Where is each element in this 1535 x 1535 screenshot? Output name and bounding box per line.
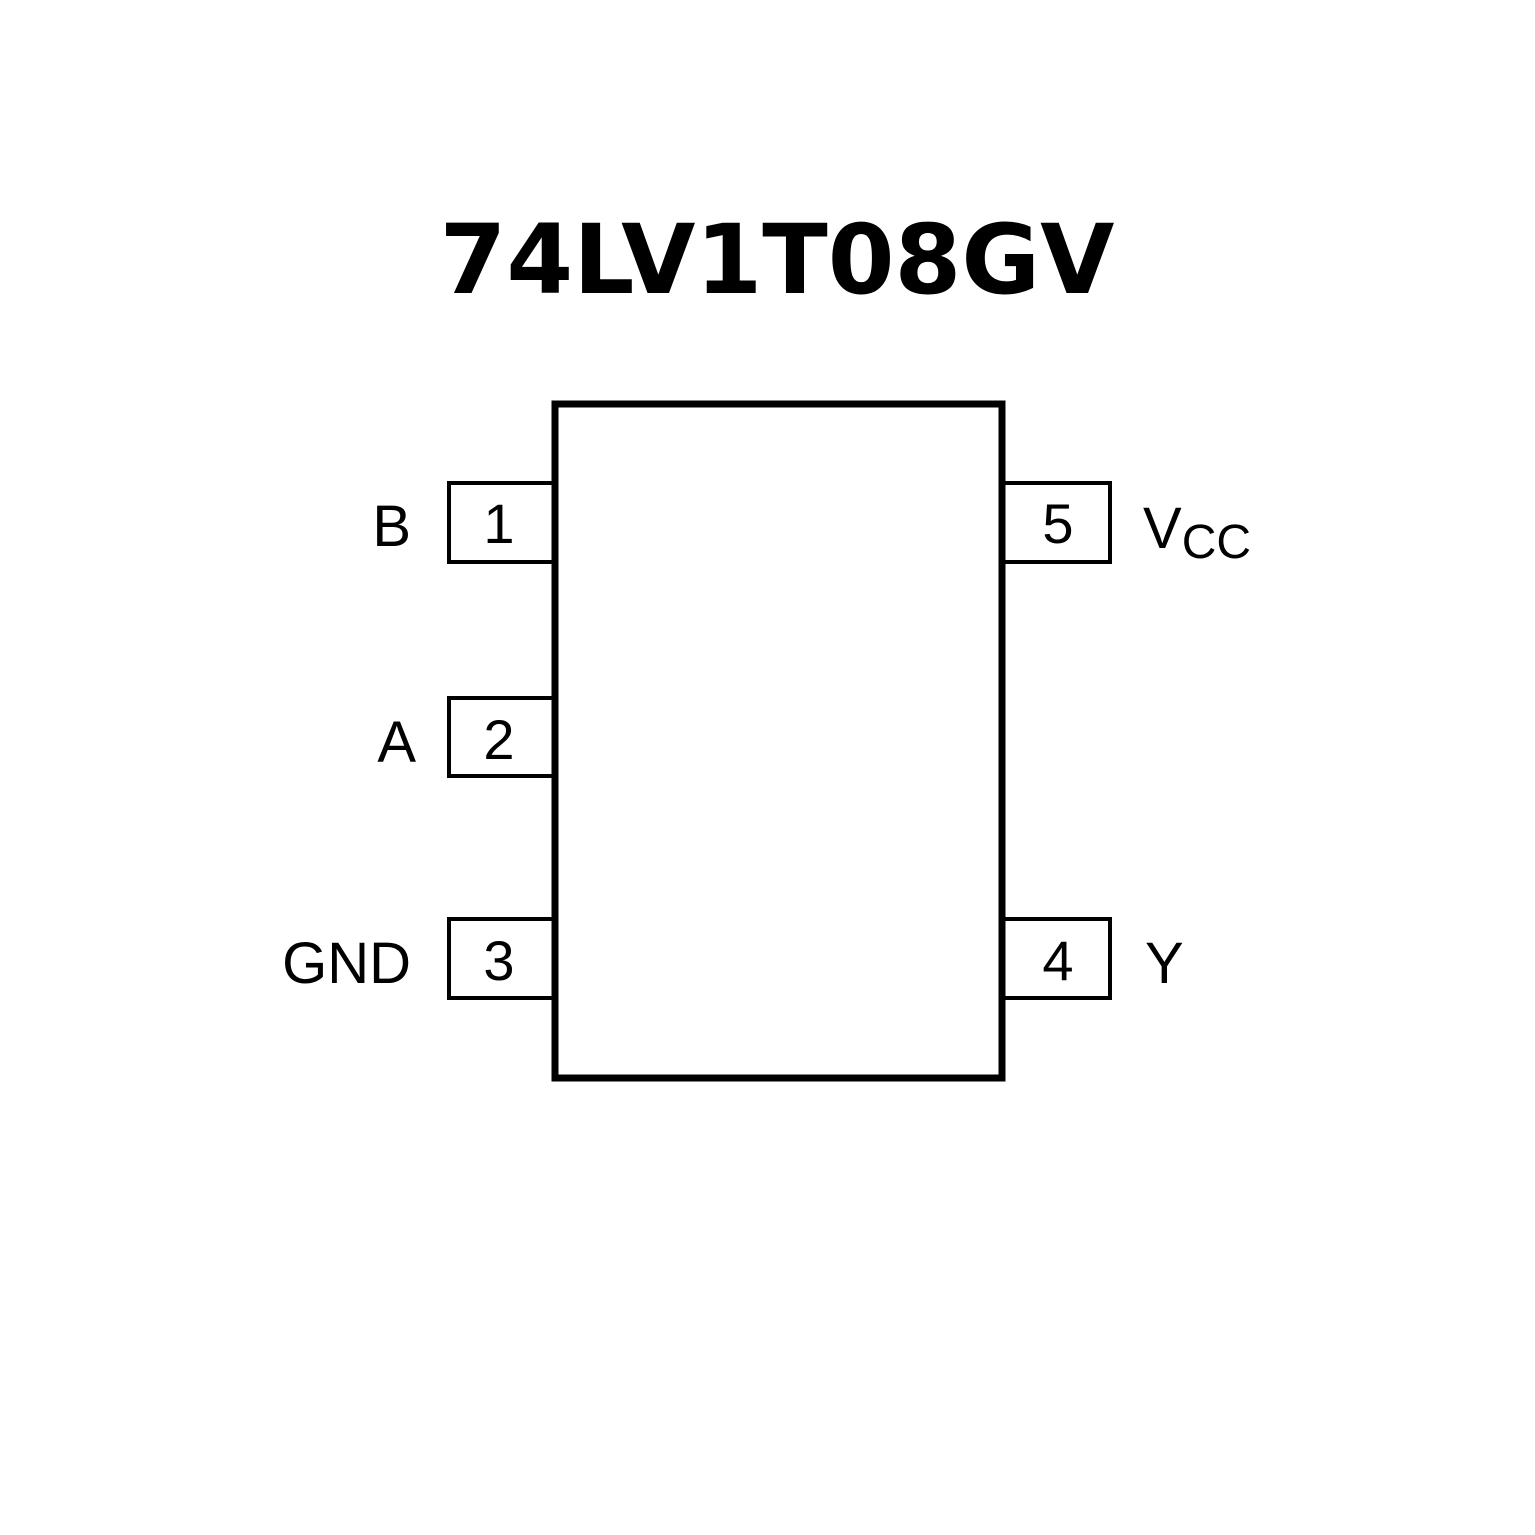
pin-5-name: VCC [1143, 496, 1251, 569]
pin-5-number: 5 [1042, 492, 1073, 555]
pin-5-name-subscript: CC [1182, 516, 1251, 569]
pin-3-name: GND [282, 931, 411, 996]
pin-3-number: 3 [483, 929, 514, 992]
pin-4: 4 Y [1005, 917, 1184, 1000]
pin-2-number: 2 [483, 708, 514, 771]
pin-3-pad [447, 917, 552, 1000]
pin-4-number: 4 [1042, 929, 1073, 992]
pin-4-name: Y [1145, 931, 1184, 996]
pin-2: 2 A [377, 696, 552, 778]
pin-1-pad [447, 481, 552, 564]
pin-3: 3 GND [282, 917, 552, 1000]
pin-1: 1 B [372, 481, 552, 564]
pin-1-number: 1 [483, 492, 514, 555]
pin-2-pad [447, 696, 552, 778]
pin-5: 5 VCC [1005, 481, 1251, 569]
pin-5-name-main: V [1143, 496, 1182, 561]
pin-5-pad [1005, 481, 1112, 564]
part-number-title: 74LV1T08GV [440, 204, 1115, 316]
pin-1-name: B [372, 494, 411, 559]
pin-2-name: A [377, 710, 416, 775]
pin-4-pad [1005, 917, 1112, 1000]
ic-package-body [551, 400, 1006, 1082]
